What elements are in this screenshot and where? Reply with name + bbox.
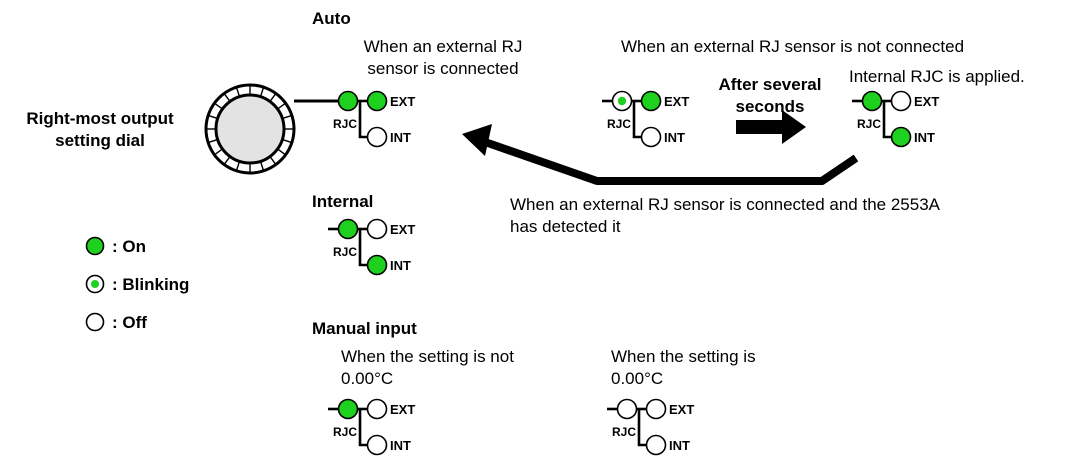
- internal-applied-caption: Internal RJC is applied.: [849, 67, 1025, 86]
- dial-label-line1: Right-most output: [26, 109, 174, 128]
- indicator-manual-zero: EXT INT RJC: [607, 398, 694, 456]
- legend-off-label: : Off: [112, 313, 147, 332]
- auto-connected-line2: sensor is connected: [367, 59, 519, 78]
- manual-zero-line1: When the setting is: [611, 347, 756, 366]
- dial-label: Right-most output setting dial: [10, 108, 190, 152]
- auto-heading: Auto: [312, 9, 351, 28]
- detected-line2: has detected it: [510, 217, 621, 236]
- rjc-blink-dot: [617, 96, 627, 106]
- int-lamp: [366, 126, 388, 148]
- after-seconds-line1: After several: [718, 75, 822, 94]
- legend-on-label: : On: [112, 237, 146, 256]
- rjc-label: RJC: [857, 117, 881, 131]
- rjc-label: RJC: [333, 425, 357, 439]
- int-label: INT: [669, 438, 690, 453]
- ext-lamp: [366, 90, 388, 112]
- auto-connected-caption: When an external RJ sensor is connected: [318, 36, 568, 80]
- manual-not-zero-line2: 0.00°C: [341, 369, 394, 388]
- legend-icons: [85, 236, 105, 332]
- ext-label: EXT: [390, 222, 415, 237]
- indicator-auto-not-connected: EXT INT RJC: [602, 90, 689, 148]
- ext-lamp: [366, 398, 388, 420]
- ext-label: EXT: [669, 402, 694, 417]
- indicator-auto-internal-applied: EXT INT RJC: [852, 90, 939, 148]
- int-lamp: [366, 254, 388, 276]
- int-lamp: [640, 126, 662, 148]
- ext-lamp: [890, 90, 912, 112]
- ext-label: EXT: [390, 402, 415, 417]
- manual-zero-line2: 0.00°C: [611, 369, 664, 388]
- ext-label: EXT: [914, 94, 939, 109]
- int-label: INT: [914, 130, 935, 145]
- rjc-lamp: [861, 90, 883, 112]
- legend-on-icon: [85, 236, 105, 256]
- int-label: INT: [664, 130, 685, 145]
- legend-off-icon: [85, 312, 105, 332]
- rjc-lamp: [337, 218, 359, 240]
- int-label: INT: [390, 130, 411, 145]
- int-lamp: [366, 434, 388, 456]
- manual-not-zero-caption: When the setting is not 0.00°C: [341, 346, 514, 390]
- legend-blink-label: : Blinking: [112, 275, 190, 294]
- manual-not-zero-line1: When the setting is not: [341, 347, 514, 366]
- rjc-lamp: [616, 398, 638, 420]
- int-label: INT: [390, 258, 411, 273]
- return-arrow: [462, 124, 859, 185]
- internal-heading: Internal: [312, 192, 374, 211]
- manual-heading: Manual input: [312, 319, 417, 338]
- auto-connected-line1: When an external RJ: [363, 37, 523, 56]
- after-seconds-label: After several seconds: [700, 74, 840, 118]
- rjc-label: RJC: [333, 245, 357, 259]
- indicator-manual-not-zero: EXT INT RJC: [328, 398, 415, 456]
- after-seconds-line2: seconds: [735, 97, 805, 116]
- setting-dial[interactable]: [204, 83, 342, 175]
- int-lamp: [645, 434, 667, 456]
- legend-blink-dot: [91, 280, 99, 288]
- dial-knurling: [206, 85, 294, 173]
- detected-caption: When an external RJ sensor is connected …: [510, 194, 940, 238]
- rjc-label: RJC: [607, 117, 631, 131]
- indicator-auto-connected: EXT INT RJC: [328, 90, 415, 148]
- ext-lamp: [640, 90, 662, 112]
- after-seconds-arrow: [736, 110, 806, 144]
- rjc-label: RJC: [333, 117, 357, 131]
- rjc-lamp: [337, 398, 359, 420]
- indicator-internal: EXT INT RJC: [328, 218, 415, 276]
- ext-label: EXT: [390, 94, 415, 109]
- rjc-lamp: [337, 90, 359, 112]
- dial-label-line2: setting dial: [55, 131, 145, 150]
- ext-lamp: [645, 398, 667, 420]
- int-label: INT: [390, 438, 411, 453]
- dial-face: [214, 93, 286, 165]
- ext-label: EXT: [664, 94, 689, 109]
- ext-lamp: [366, 218, 388, 240]
- auto-not-connected-caption: When an external RJ sensor is not connec…: [621, 37, 965, 56]
- int-lamp: [890, 126, 912, 148]
- detected-line1: When an external RJ sensor is connected …: [510, 195, 940, 214]
- manual-zero-caption: When the setting is 0.00°C: [611, 346, 756, 390]
- rjc-label: RJC: [612, 425, 636, 439]
